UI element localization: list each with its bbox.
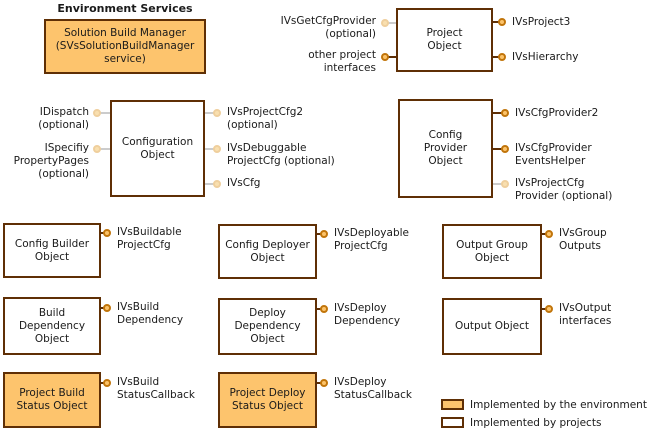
node-project-build-status-object: Project Build Status Object bbox=[3, 372, 101, 428]
lollipop-icon bbox=[213, 145, 221, 153]
lollipop-icon bbox=[320, 379, 328, 387]
lollipop-icon bbox=[498, 18, 506, 26]
lollipop-icon bbox=[501, 180, 509, 188]
interface-label-ivsbuilddependency: IVsBuild Dependency bbox=[117, 301, 184, 326]
connector-stem bbox=[205, 148, 217, 150]
lollipop-icon bbox=[103, 304, 111, 312]
node-label: Project Object bbox=[426, 27, 463, 52]
node-label: Build Dependency Object bbox=[18, 306, 86, 345]
lollipop-icon bbox=[93, 145, 101, 153]
lollipop-icon bbox=[381, 19, 389, 27]
connector-stem bbox=[493, 56, 502, 58]
connector-stem bbox=[493, 148, 505, 150]
connector-stem bbox=[385, 22, 396, 24]
lollipop-icon bbox=[501, 145, 509, 153]
lollipop-icon bbox=[545, 305, 553, 313]
node-label: Config Deployer Object bbox=[225, 238, 310, 264]
interface-label-ivsprojectcfgprovider: IVsProjectCfg Provider (optional) bbox=[515, 177, 613, 202]
node-project-deploy-status-object: Project Deploy Status Object bbox=[218, 372, 317, 428]
diagram-title: Environment Services bbox=[57, 2, 193, 15]
node-label: Configuration Object bbox=[121, 135, 194, 161]
connector-stem bbox=[205, 183, 217, 185]
node-config-builder-object: Config Builder Object bbox=[3, 223, 101, 278]
node-output-group-object: Output Group Object bbox=[442, 224, 542, 279]
interface-label-ivsprojectcfg2: IVsProjectCfg2 (optional) bbox=[227, 106, 304, 131]
interface-label-ispecifypropertypages: ISpecifiy PropertyPages (optional) bbox=[13, 142, 89, 180]
node-solution-build-manager: Solution Build Manager (SVsSolutionBuild… bbox=[44, 19, 206, 74]
interface-label-ivsbuildableprojectcfg: IVsBuildable ProjectCfg bbox=[117, 226, 182, 251]
interface-label-ivscfgprovidereventshelper: IVsCfgProvider EventsHelper bbox=[515, 142, 592, 167]
interface-label-ivsbuildstatuscallback: IVsBuild StatusCallback bbox=[117, 376, 196, 401]
node-config-deployer-object: Config Deployer Object bbox=[218, 224, 317, 279]
interface-label-ivsgetcfgprovider: IVsGetCfgProvider (optional) bbox=[280, 15, 376, 40]
lollipop-icon bbox=[545, 230, 553, 238]
lollipop-icon bbox=[501, 109, 509, 117]
connector-stem bbox=[205, 112, 217, 114]
lollipop-icon bbox=[320, 230, 328, 238]
interface-label-ivsgroupoutputs: IVsGroup Outputs bbox=[559, 227, 607, 252]
legend-environment-swatch bbox=[441, 399, 464, 410]
node-label: Project Deploy Status Object bbox=[229, 387, 306, 412]
node-label: Project Build Status Object bbox=[16, 387, 88, 412]
connector-stem bbox=[97, 148, 110, 150]
interface-label-idispatch: IDispatch (optional) bbox=[38, 106, 89, 131]
node-project-object: Project Object bbox=[396, 8, 493, 72]
legend-projects-label: Implemented by projects bbox=[470, 417, 602, 429]
node-label: Output Group Object bbox=[456, 238, 528, 264]
node-output-object: Output Object bbox=[442, 298, 542, 355]
node-label: Solution Build Manager (SVsSolutionBuild… bbox=[55, 27, 195, 65]
lollipop-icon bbox=[213, 109, 221, 117]
interface-label-other-project-interfaces: other project interfaces bbox=[308, 49, 376, 74]
connector-stem bbox=[493, 183, 505, 185]
node-deploy-dependency-object: Deploy Dependency Object bbox=[218, 298, 317, 355]
connector-stem bbox=[493, 21, 502, 23]
interface-label-ivscfgprovider2: IVsCfgProvider2 bbox=[515, 107, 599, 119]
lollipop-icon bbox=[381, 53, 389, 61]
interface-label-ivsdeploystatuscallback: IVsDeploy StatusCallback bbox=[334, 376, 413, 401]
node-label: Deploy Dependency Object bbox=[234, 307, 301, 345]
interface-label-ivshierarchy: IVsHierarchy bbox=[512, 51, 579, 63]
interface-label-ivsdeployableprojectcfg: IVsDeployable ProjectCfg bbox=[334, 227, 409, 252]
connector-stem bbox=[385, 56, 396, 58]
lollipop-icon bbox=[93, 109, 101, 117]
legend-projects-swatch bbox=[441, 417, 464, 428]
interface-label-ivscfg: IVsCfg bbox=[227, 177, 261, 189]
interface-label-ivsoutputinterfaces: IVsOutput interfaces bbox=[559, 302, 612, 327]
interface-label-ivsdebuggableprojectcfg: IVsDebuggable ProjectCfg (optional) bbox=[227, 142, 335, 167]
legend-environment-label: Implemented by the environment bbox=[470, 399, 647, 411]
connector-stem bbox=[493, 112, 505, 114]
node-label: Output Object bbox=[454, 320, 529, 332]
lollipop-icon bbox=[498, 53, 506, 61]
node-build-dependency-object: Build Dependency Object bbox=[3, 297, 101, 355]
node-config-provider-object: Config Provider Object bbox=[398, 99, 493, 198]
node-label: Config Builder Object bbox=[14, 237, 90, 263]
interface-label-ivsdeploydependency: IVsDeploy Dependency bbox=[334, 302, 401, 327]
lollipop-icon bbox=[213, 180, 221, 188]
node-configuration-object: Configuration Object bbox=[110, 100, 205, 197]
lollipop-icon bbox=[103, 379, 111, 387]
lollipop-icon bbox=[103, 229, 111, 237]
connector-stem bbox=[97, 112, 110, 114]
interface-label-ivsproject3: IVsProject3 bbox=[512, 16, 571, 28]
lollipop-icon bbox=[320, 305, 328, 313]
node-label: Config Provider Object bbox=[423, 129, 468, 167]
